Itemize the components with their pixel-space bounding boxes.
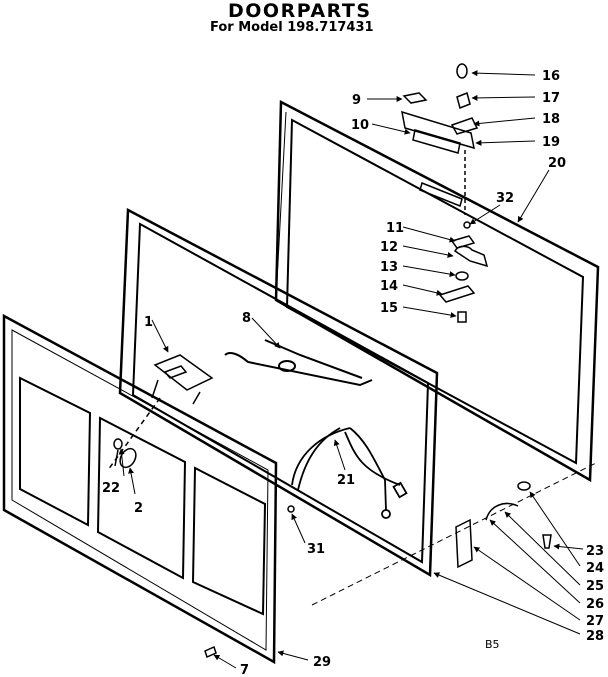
callout-22: 22: [102, 481, 120, 496]
callout-20: 20: [548, 156, 566, 171]
interlock-parts: [107, 397, 161, 471]
screws: [204, 505, 295, 659]
callout-27b: 27: [586, 614, 604, 629]
callout-10: 10: [351, 118, 369, 133]
leader-lines: [118, 70, 584, 669]
callout-19: 19: [542, 135, 560, 150]
callout-13: 13: [380, 260, 398, 275]
callout-17: 17: [542, 91, 560, 106]
diagram-code: B5: [485, 638, 500, 651]
callout-11: 11: [386, 221, 404, 236]
callout-16: 16: [542, 69, 560, 84]
callout-15: 15: [380, 301, 398, 316]
callout-12: 12: [380, 240, 398, 255]
lower-hinge-bracket: [311, 461, 599, 606]
callout-14: 14: [380, 279, 398, 294]
middle-screen-frame: [118, 207, 439, 578]
callout-7: 7: [240, 663, 249, 677]
rear-door-frame: [274, 99, 600, 483]
callout-25: 25: [586, 579, 604, 594]
upper-hinge-assembly: [401, 63, 489, 323]
callout-9: 9: [352, 93, 361, 108]
callout-32: 32: [496, 191, 514, 206]
callout-1: 1: [144, 315, 153, 330]
wire-harness: [291, 427, 408, 519]
model-subtitle: For Model 198.717431: [210, 20, 374, 35]
callout-24: 24: [586, 561, 604, 576]
callout-31: 31: [307, 542, 325, 557]
callout-21: 21: [337, 473, 355, 488]
diagram-title: DOORPARTS: [228, 0, 372, 22]
callout-labels: 16 17 18 19 20 9 10 32 11 12 13 14 15 1 …: [102, 69, 604, 677]
callout-23: 23: [586, 544, 604, 559]
front-door-panel: [2, 313, 278, 665]
callout-18: 18: [542, 112, 560, 127]
callout-8: 8: [242, 311, 251, 326]
door-rod: [224, 339, 373, 387]
callout-28b: 28: [586, 629, 604, 644]
latch-bracket: [151, 354, 214, 405]
callout-29b: 29: [313, 655, 331, 670]
callout-26b: 26: [586, 597, 604, 612]
callout-2: 2: [134, 501, 143, 516]
